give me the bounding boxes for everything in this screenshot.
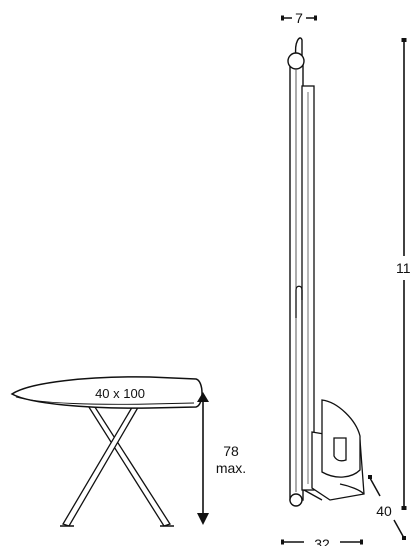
hanging-hook bbox=[287, 37, 305, 70]
height-value-label: 78 bbox=[223, 443, 239, 459]
folded-board-body bbox=[289, 61, 315, 501]
iron-holder bbox=[303, 399, 365, 501]
iron-rest-dimension bbox=[368, 475, 406, 540]
leg-latch bbox=[295, 285, 303, 318]
ironing-board-open: 40 x 100 78 max. bbox=[10, 376, 246, 527]
base-width-label: 32 bbox=[314, 536, 330, 546]
board-size-label: 40 x 100 bbox=[95, 386, 145, 401]
board-cover-edge bbox=[15, 396, 195, 405]
height-note-label: max. bbox=[216, 460, 246, 476]
ironing-board-folded: 7 116 32 40 bbox=[281, 10, 411, 551]
length-dimension bbox=[401, 38, 407, 510]
thickness-dimension bbox=[281, 15, 317, 21]
iron-rest-label: 40 bbox=[376, 503, 392, 519]
board-foot bbox=[289, 493, 303, 507]
base-width-dimension bbox=[281, 539, 363, 545]
length-label: 116 bbox=[396, 260, 411, 276]
thickness-label: 7 bbox=[295, 10, 303, 26]
height-arrow bbox=[197, 392, 209, 525]
board-surface bbox=[10, 376, 203, 409]
board-legs bbox=[60, 403, 174, 527]
